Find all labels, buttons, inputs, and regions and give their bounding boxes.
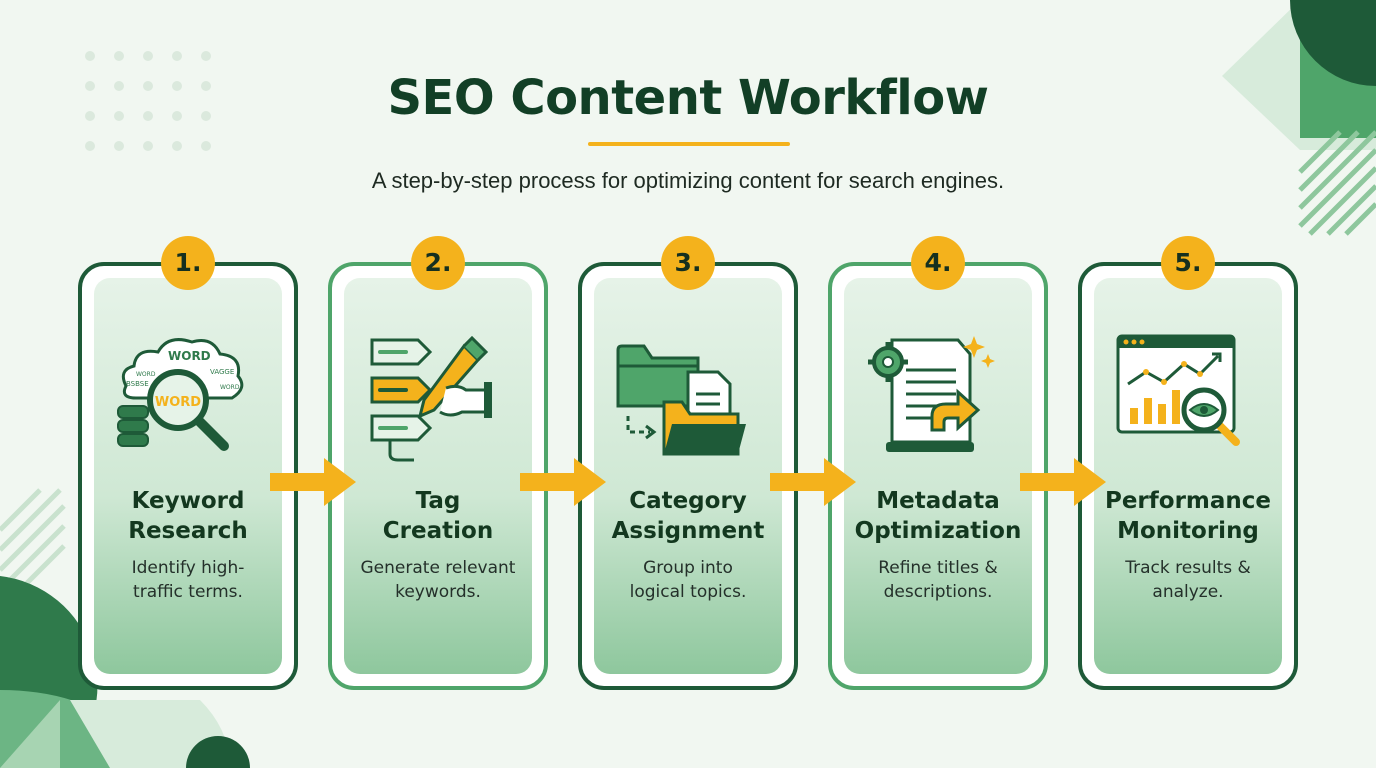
step-card-keyword-research: WORD WORD BSBSE VAGGE WORD WORD Keyword … — [78, 262, 298, 690]
arrow-right-icon — [520, 458, 606, 506]
icon-word-label: WORD — [136, 371, 156, 378]
arrow-right-icon — [270, 458, 356, 506]
step-number-badge: 1. — [161, 236, 215, 290]
step-number-badge: 2. — [411, 236, 465, 290]
step-card-performance-monitoring: Performance Monitoring Track results & a… — [1078, 262, 1298, 690]
step-title: Metadata Optimization — [854, 488, 1022, 544]
card-inner — [594, 278, 782, 674]
step-title: Keyword Research — [128, 488, 248, 544]
step-description: Track results & analyze. — [1125, 558, 1251, 602]
icon-word-label: VAGGE — [210, 368, 234, 376]
icon-word-label: WORD — [220, 384, 240, 391]
step-card-category-assignment: Category Assignment Group into logical t… — [578, 262, 798, 690]
metadata-document-icon — [868, 336, 995, 452]
tag-creation-icon — [370, 335, 492, 462]
arrow-right-icon — [770, 458, 856, 506]
title-underline — [588, 142, 790, 146]
step-title: Performance Monitoring — [1104, 488, 1272, 544]
icon-word-label: WORD — [168, 349, 211, 363]
step-description: Identify high- traffic terms. — [131, 558, 245, 602]
step-title: Category Assignment — [611, 488, 765, 544]
step-description: Group into logical topics. — [629, 558, 747, 602]
keyword-research-icon: WORD WORD BSBSE VAGGE WORD WORD — [117, 338, 244, 451]
page-subtitle: A step-by-step process for optimizing co… — [371, 168, 1005, 193]
category-folder-icon — [616, 344, 746, 456]
step-title: Tag Creation — [382, 488, 494, 544]
step-number-badge: 5. — [1161, 236, 1215, 290]
page-title: SEO Content Workflow — [387, 70, 989, 126]
arrow-right-icon — [1020, 458, 1106, 506]
step-card-tag-creation: Tag Creation Generate relevant keywords. — [328, 262, 548, 690]
step-card-metadata-optimization: Metadata Optimization Refine titles & de… — [828, 262, 1048, 690]
step-number-badge: 3. — [661, 236, 715, 290]
icon-word-label: WORD — [155, 395, 201, 410]
icon-word-label: BSBSE — [126, 380, 149, 388]
step-description: Generate relevant keywords. — [360, 558, 516, 602]
step-description: Refine titles & descriptions. — [878, 558, 998, 602]
performance-chart-icon — [1116, 334, 1240, 446]
step-number-badge: 4. — [911, 236, 965, 290]
